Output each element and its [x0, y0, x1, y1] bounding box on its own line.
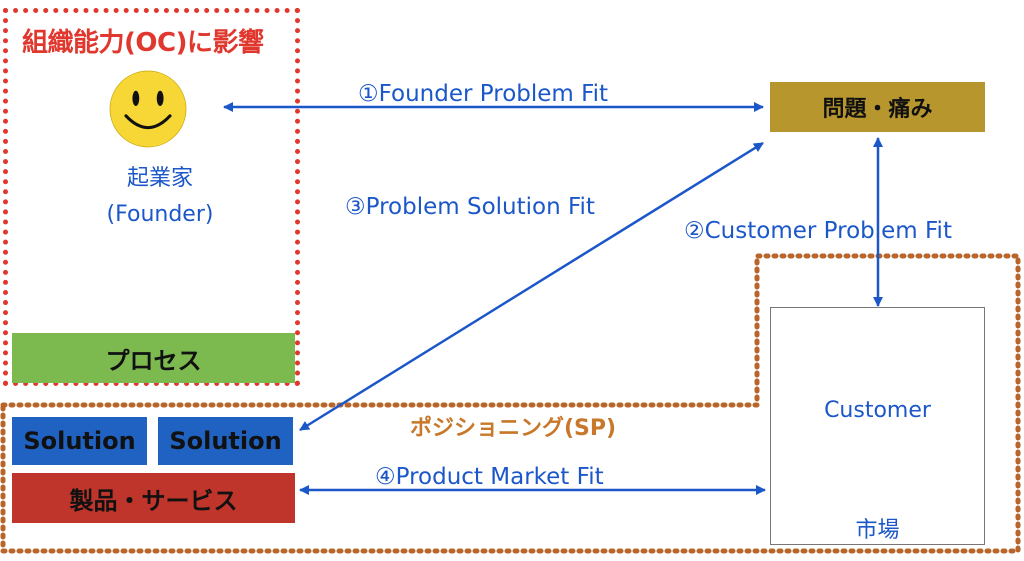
problem-solution-fit-label: ③Problem Solution Fit — [345, 194, 595, 220]
founder-problem-fit-label: ①Founder Problem Fit — [358, 81, 609, 107]
solution-box-2: Solution — [158, 417, 293, 465]
product-market-fit-label: ④Product Market Fit — [375, 464, 604, 490]
organization-boundary — [3, 8, 300, 386]
solution-box-1: Solution — [12, 417, 147, 465]
problem-box: 問題・痛み — [770, 82, 985, 132]
customer-problem-fit-label: ②Customer Problem Fit — [684, 218, 952, 244]
problem-solution-arrow — [299, 141, 764, 432]
market-label: 市場 — [855, 518, 900, 543]
founder-label-jp: 起業家 — [126, 166, 193, 191]
product-service-box: 製品・サービス — [12, 473, 295, 523]
organization-title: 組織能力(OC)に影響 — [22, 28, 264, 58]
market-box — [770, 307, 985, 545]
process-box: プロセス — [12, 333, 295, 383]
founder-label-en: (Founder) — [106, 202, 214, 227]
customer-label: Customer — [824, 398, 931, 423]
positioning-label: ポジショニング(SP) — [410, 416, 617, 441]
